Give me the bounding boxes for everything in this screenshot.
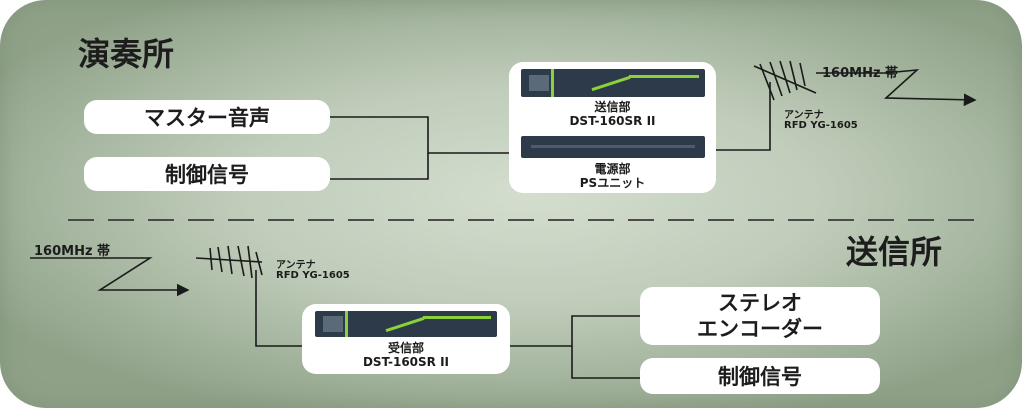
- receiver-output-line: [571, 346, 640, 379]
- studio-antenna-label: アンテナ: [784, 110, 824, 121]
- studio-band-label: 160MHz 帯: [822, 66, 899, 81]
- control-signal-label: 制御信号: [165, 163, 249, 187]
- transmitter-to-antenna-line: [716, 82, 771, 151]
- master-audio-label: マスター音声: [144, 106, 270, 130]
- power-unit-label: 電源部: [594, 162, 631, 176]
- studio-title: 演奏所: [78, 35, 175, 73]
- receiver-device-image: [315, 311, 497, 337]
- transmitter-device-image: [521, 69, 705, 97]
- stereo-encoder-label-line2: エンコーダー: [697, 317, 823, 341]
- site-antenna-model: RFD YG-1605: [276, 270, 350, 281]
- site-antenna-icon: [195, 245, 263, 279]
- power-unit-device-image: [521, 136, 705, 158]
- stereo-encoder-box: ステレオ エンコーダー: [640, 287, 880, 345]
- transmitter-model: DST-160SR II: [569, 114, 656, 128]
- transmitter-label: 送信部: [594, 100, 631, 114]
- studio-input-line: [330, 116, 510, 154]
- studio-signal-arrow: [816, 68, 977, 107]
- receiver-output-line: [510, 315, 640, 347]
- receiver-label: 受信部: [387, 341, 424, 355]
- site-signal-arrow: [30, 257, 190, 297]
- transmitter-box: 送信部 DST-160SR II 電源部 PSユニット: [509, 62, 716, 193]
- stereo-encoder-label-line1: ステレオ: [718, 291, 802, 315]
- site-band-label: 160MHz 帯: [34, 244, 111, 259]
- studio-antenna-model: RFD YG-1605: [784, 120, 858, 131]
- site-control-signal-box: 制御信号: [640, 358, 880, 394]
- studio-antenna-icon: [753, 60, 817, 101]
- receiver-model: DST-160SR II: [362, 355, 450, 369]
- site-title: 送信所: [846, 233, 943, 271]
- control-signal-box: 制御信号: [84, 157, 330, 191]
- power-unit-model: PSユニット: [579, 176, 646, 190]
- master-audio-box: マスター音声: [84, 100, 330, 134]
- site-antenna-label: アンテナ: [276, 260, 316, 271]
- studio-input-line: [330, 153, 429, 180]
- site-control-signal-label: 制御信号: [718, 365, 802, 389]
- receiver-box: 受信部 DST-160SR II: [302, 304, 510, 374]
- antenna-to-receiver-line: [255, 270, 302, 347]
